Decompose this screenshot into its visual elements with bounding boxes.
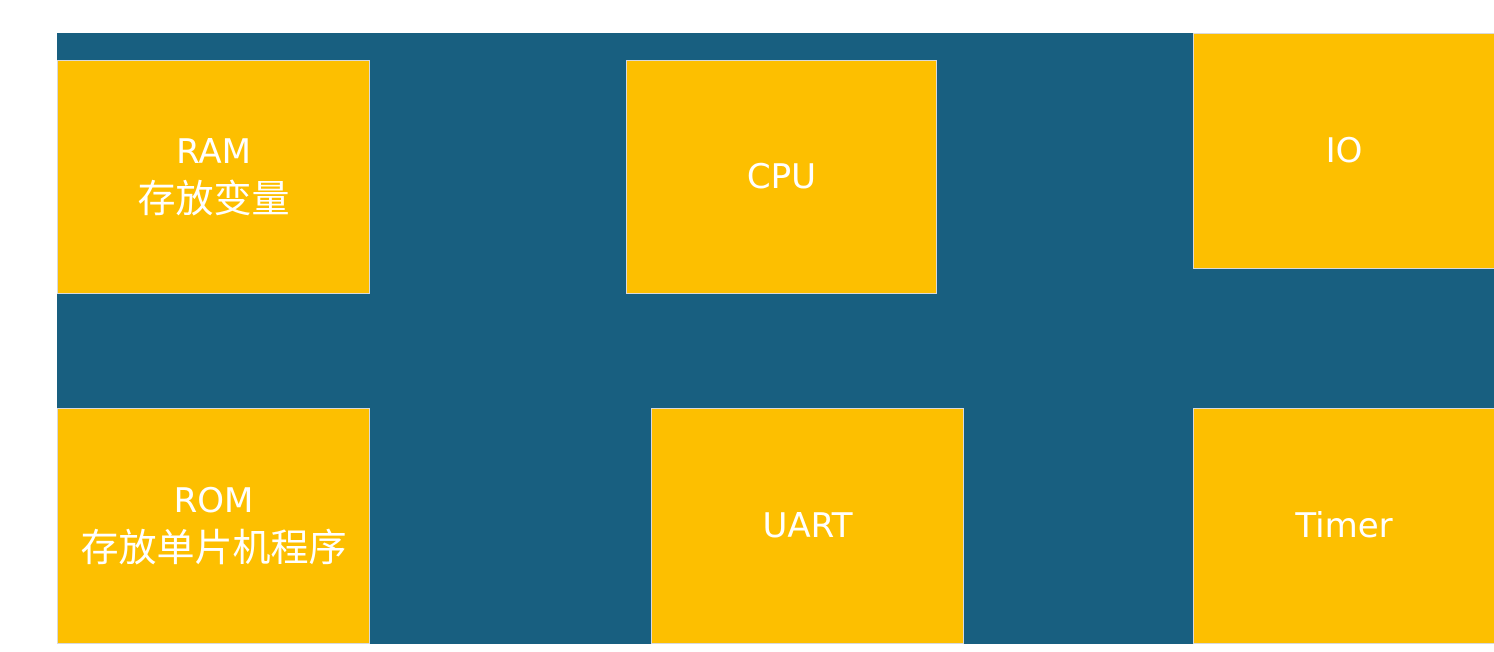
ram-description: 存放变量 xyxy=(137,176,290,221)
ram-label: RAM xyxy=(176,131,251,172)
timer-label: Timer xyxy=(1295,505,1393,546)
rom-label: ROM xyxy=(173,480,254,521)
cpu-label: CPU xyxy=(746,156,817,197)
io-label: IO xyxy=(1325,130,1363,171)
rom-description: 存放单片机程序 xyxy=(80,525,347,570)
cpu-block: CPU xyxy=(626,60,937,294)
ram-block: RAM 存放变量 xyxy=(57,60,370,294)
rom-block: ROM 存放单片机程序 xyxy=(57,408,370,644)
io-block: IO xyxy=(1193,33,1494,269)
uart-label: UART xyxy=(762,505,853,546)
uart-block: UART xyxy=(651,408,964,644)
timer-block: Timer xyxy=(1193,408,1494,644)
